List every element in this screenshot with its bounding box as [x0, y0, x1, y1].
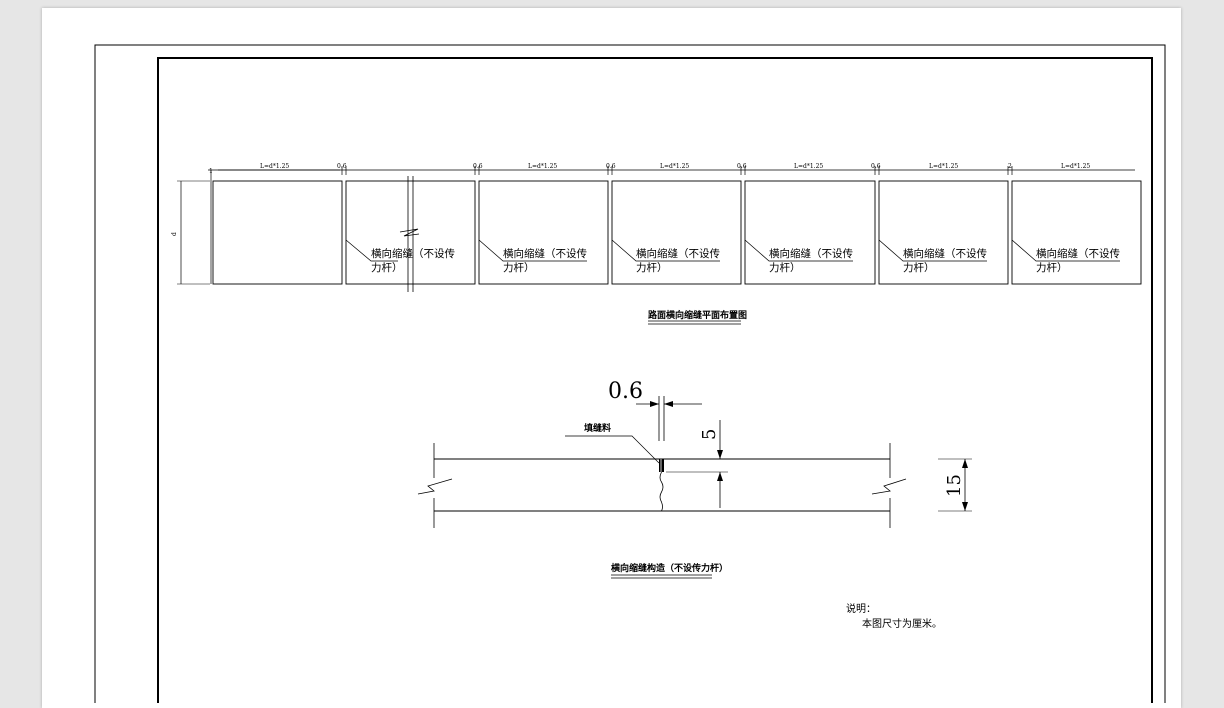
joint-filler — [659, 459, 664, 472]
slab-4 — [611, 180, 742, 285]
filler-label: 填缝料 — [584, 422, 611, 434]
slab-7 — [1011, 180, 1142, 285]
plan-view: d 1 L=d*1.25 0.6 横向缩缝（不设传 力杆） 0.6 L=d*1.… — [171, 163, 1142, 325]
left-break-symbol — [417, 478, 453, 495]
joint-label-3b: 力杆） — [636, 261, 668, 274]
right-break-symbol — [871, 478, 907, 495]
slab-3-length-label: L=d*1.25 — [528, 163, 557, 170]
thickness-dimension-label: 15 — [944, 474, 965, 497]
section-view: 填缝料 0.6 5 15 横向缩缝构造（不设传力杆 — [417, 379, 972, 579]
outer-frame — [94, 44, 1166, 703]
joint-label-2: 横向缩缝（不设传 — [503, 247, 587, 260]
slab-3 — [478, 180, 609, 285]
slab-2 — [345, 180, 476, 285]
joint-label-4b: 力杆） — [769, 261, 801, 274]
notes: 说明： 本图尺寸为厘米。 — [846, 602, 942, 630]
gap-5-label: 0.6 — [871, 163, 881, 170]
joint-label-2b: 力杆） — [503, 261, 535, 274]
slab-5 — [744, 180, 876, 285]
depth-dimension-label: 5 — [699, 429, 720, 440]
joint-label-5: 横向缩缝（不设传 — [903, 247, 987, 260]
joint-label-6: 横向缩缝（不设传 — [1036, 247, 1120, 260]
joint-label-5b: 力杆） — [903, 261, 935, 274]
gap-dimension-label: 0.6 — [608, 379, 643, 404]
slab-1 — [212, 180, 343, 285]
gap-4-label: 0.6 — [737, 163, 747, 170]
notes-line-1: 本图尺寸为厘米。 — [862, 617, 942, 630]
gap-2-label: 0.6 — [473, 163, 483, 170]
drawing-page — [42, 8, 1181, 708]
plan-title: 路面横向缩缝平面布置图 — [648, 309, 747, 321]
scrollbar[interactable] — [1218, 0, 1224, 703]
gap-3-label: 0.6 — [606, 163, 616, 170]
dim-start-label: 1 — [209, 168, 213, 175]
joint-label-1b: 力杆） — [371, 261, 403, 274]
joint-label-6b: 力杆） — [1036, 261, 1068, 274]
slab-6-length-label: L=d*1.25 — [929, 163, 958, 170]
joint-label-1: 横向缩缝（不设传 — [371, 247, 455, 260]
crack-line — [659, 471, 664, 512]
gap-6-label: 2 — [1008, 163, 1012, 170]
dim-width-label: d — [171, 232, 178, 236]
break-symbol — [399, 228, 420, 237]
slab-6 — [878, 180, 1009, 285]
section-title: 横向缩缝构造（不设传力杆） — [611, 562, 728, 574]
slab-7-length-label: L=d*1.25 — [1061, 163, 1090, 170]
joint-label-4: 横向缩缝（不设传 — [769, 247, 853, 260]
slab-5-length-label: L=d*1.25 — [794, 163, 823, 170]
joint-label-3: 横向缩缝（不设传 — [636, 247, 720, 260]
notes-heading: 说明： — [846, 602, 876, 615]
inner-frame — [157, 57, 1153, 703]
slab-4-length-label: L=d*1.25 — [660, 163, 689, 170]
slab-1-length-label: L=d*1.25 — [260, 163, 289, 170]
